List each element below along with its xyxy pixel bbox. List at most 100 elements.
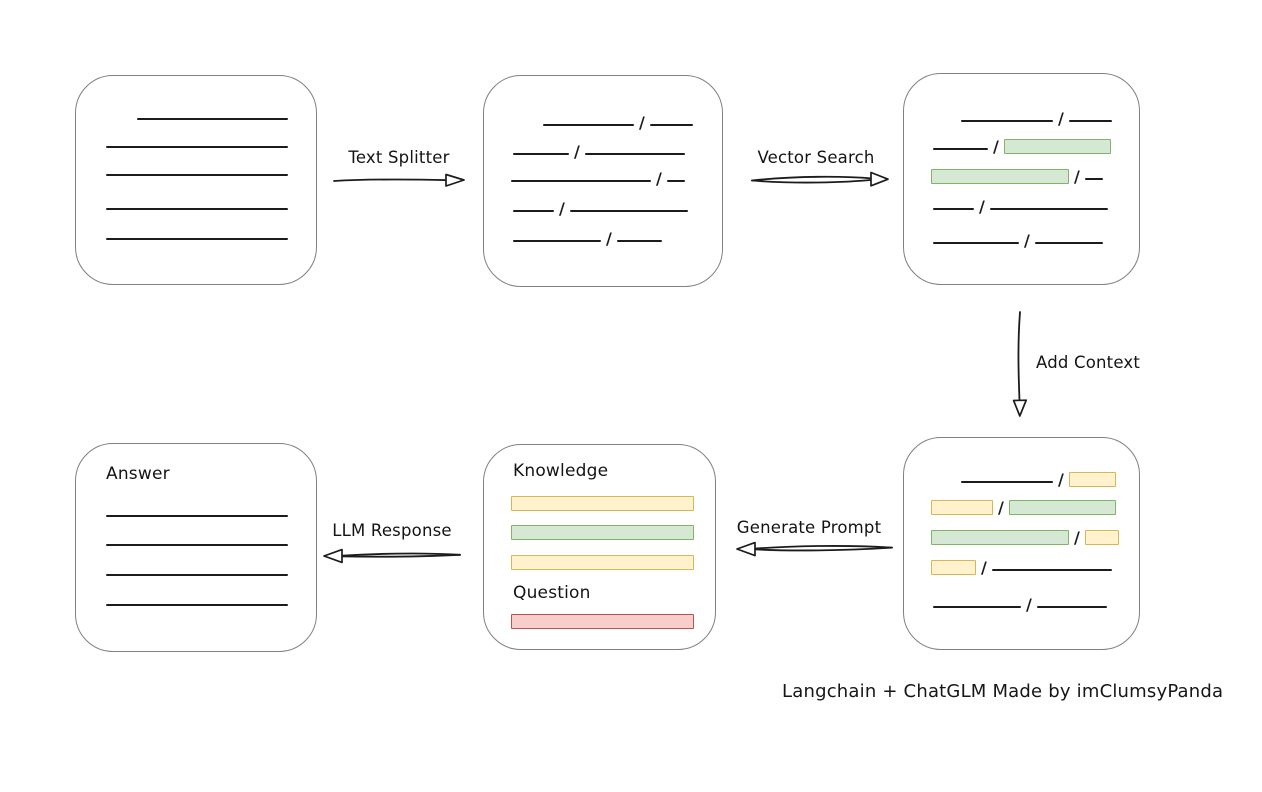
yellow-chunk-bar bbox=[511, 496, 694, 511]
slash-separator: / bbox=[1026, 595, 1032, 614]
text-line bbox=[933, 606, 1021, 608]
text-line bbox=[961, 120, 1053, 122]
yellow-chunk-bar bbox=[1084, 530, 1119, 545]
diagram-row: / bbox=[933, 134, 1111, 156]
text-line bbox=[106, 146, 288, 148]
text-line bbox=[989, 208, 1108, 210]
text-line bbox=[106, 174, 288, 176]
diagram-row bbox=[511, 491, 694, 511]
text-line bbox=[513, 240, 601, 242]
slash-separator: / bbox=[981, 558, 987, 577]
red-chunk-bar bbox=[511, 614, 694, 629]
green-chunk-bar bbox=[1008, 500, 1116, 515]
green-chunk-bar bbox=[931, 530, 1069, 545]
context-selected-box: / / / / / bbox=[903, 437, 1140, 650]
diagram-row: / bbox=[933, 592, 1107, 614]
slash-separator: / bbox=[559, 199, 565, 218]
text-line bbox=[106, 544, 288, 546]
document-box bbox=[75, 75, 317, 285]
slash-separator: / bbox=[993, 137, 999, 156]
diagram-row bbox=[511, 520, 694, 540]
diagram-row: / bbox=[931, 525, 1119, 547]
question-label: Question bbox=[513, 583, 591, 603]
slash-separator: / bbox=[1024, 231, 1030, 250]
text-line bbox=[991, 569, 1112, 571]
text-splitter-label: Text Splitter bbox=[348, 148, 450, 167]
diagram-row: / bbox=[933, 194, 1108, 216]
text-line bbox=[513, 153, 569, 155]
slash-separator: / bbox=[1074, 528, 1080, 547]
diagram-row: / bbox=[513, 226, 662, 248]
diagram-row: / bbox=[543, 110, 693, 132]
generate-prompt-label: Generate Prompt bbox=[736, 518, 882, 537]
text-line bbox=[616, 240, 662, 242]
llm-response-arrow bbox=[323, 548, 461, 564]
vector-search-label: Vector Search bbox=[757, 148, 875, 167]
diagram-row: / bbox=[513, 196, 688, 218]
text-line bbox=[511, 180, 651, 182]
yellow-chunk-bar bbox=[511, 555, 694, 570]
text-line bbox=[666, 180, 685, 182]
diagram-row: / bbox=[511, 166, 685, 188]
add-context-label: Add Context bbox=[1036, 353, 1141, 372]
slash-separator: / bbox=[574, 142, 580, 161]
split-text-box: / / / / / bbox=[483, 75, 723, 287]
text-line bbox=[933, 148, 988, 150]
diagram-row: / bbox=[933, 228, 1103, 250]
text-line bbox=[137, 118, 288, 120]
text-line bbox=[649, 124, 693, 126]
slash-separator: / bbox=[656, 169, 662, 188]
text-line bbox=[543, 124, 634, 126]
slash-separator: / bbox=[639, 113, 645, 132]
diagram-row bbox=[106, 224, 288, 244]
diagram-row bbox=[106, 501, 288, 521]
slash-separator: / bbox=[1074, 167, 1080, 186]
text-line bbox=[1036, 606, 1107, 608]
diagram-row: / bbox=[931, 555, 1112, 577]
text-line bbox=[584, 153, 685, 155]
text-line bbox=[106, 515, 288, 517]
yellow-chunk-bar bbox=[931, 560, 976, 575]
green-chunk-bar bbox=[511, 525, 694, 540]
diagram-row bbox=[106, 160, 288, 180]
diagram-row bbox=[106, 560, 288, 580]
text-line bbox=[106, 604, 288, 606]
slash-separator: / bbox=[1058, 109, 1064, 128]
text-line bbox=[1068, 120, 1112, 122]
diagram-row bbox=[137, 104, 288, 124]
yellow-chunk-bar bbox=[1068, 472, 1116, 487]
prompt-box: Knowledge Question bbox=[483, 444, 716, 650]
answer-label: Answer bbox=[106, 464, 170, 484]
vector-matched-box: / / / / / bbox=[903, 73, 1140, 285]
yellow-chunk-bar bbox=[931, 500, 993, 515]
diagram-row: / bbox=[931, 164, 1103, 186]
slash-separator: / bbox=[979, 197, 985, 216]
slash-separator: / bbox=[1058, 470, 1064, 489]
diagram-row bbox=[511, 609, 694, 629]
diagram-row: / bbox=[513, 139, 685, 161]
diagram-row bbox=[511, 550, 694, 570]
knowledge-label: Knowledge bbox=[513, 461, 609, 481]
green-chunk-bar bbox=[1003, 139, 1111, 154]
green-chunk-bar bbox=[931, 169, 1069, 184]
credit-caption: Langchain + ChatGLM Made by imClumsyPand… bbox=[782, 681, 1224, 702]
generate-prompt-arrow bbox=[736, 541, 893, 557]
slash-separator: / bbox=[606, 229, 612, 248]
diagram-row bbox=[106, 194, 288, 214]
text-line bbox=[106, 238, 288, 240]
text-line bbox=[933, 242, 1019, 244]
text-line bbox=[1084, 178, 1103, 180]
diagram-row: / bbox=[931, 495, 1116, 517]
text-line bbox=[1034, 242, 1103, 244]
slash-separator: / bbox=[998, 498, 1004, 517]
diagram-row bbox=[106, 530, 288, 550]
vector-search-arrow bbox=[751, 171, 889, 187]
text-line bbox=[961, 481, 1053, 483]
diagram-row bbox=[106, 132, 288, 152]
text-line bbox=[569, 210, 688, 212]
text-line bbox=[933, 208, 974, 210]
add-context-arrow bbox=[1012, 311, 1028, 417]
llm-response-label: LLM Response bbox=[332, 521, 452, 540]
text-line bbox=[513, 210, 554, 212]
